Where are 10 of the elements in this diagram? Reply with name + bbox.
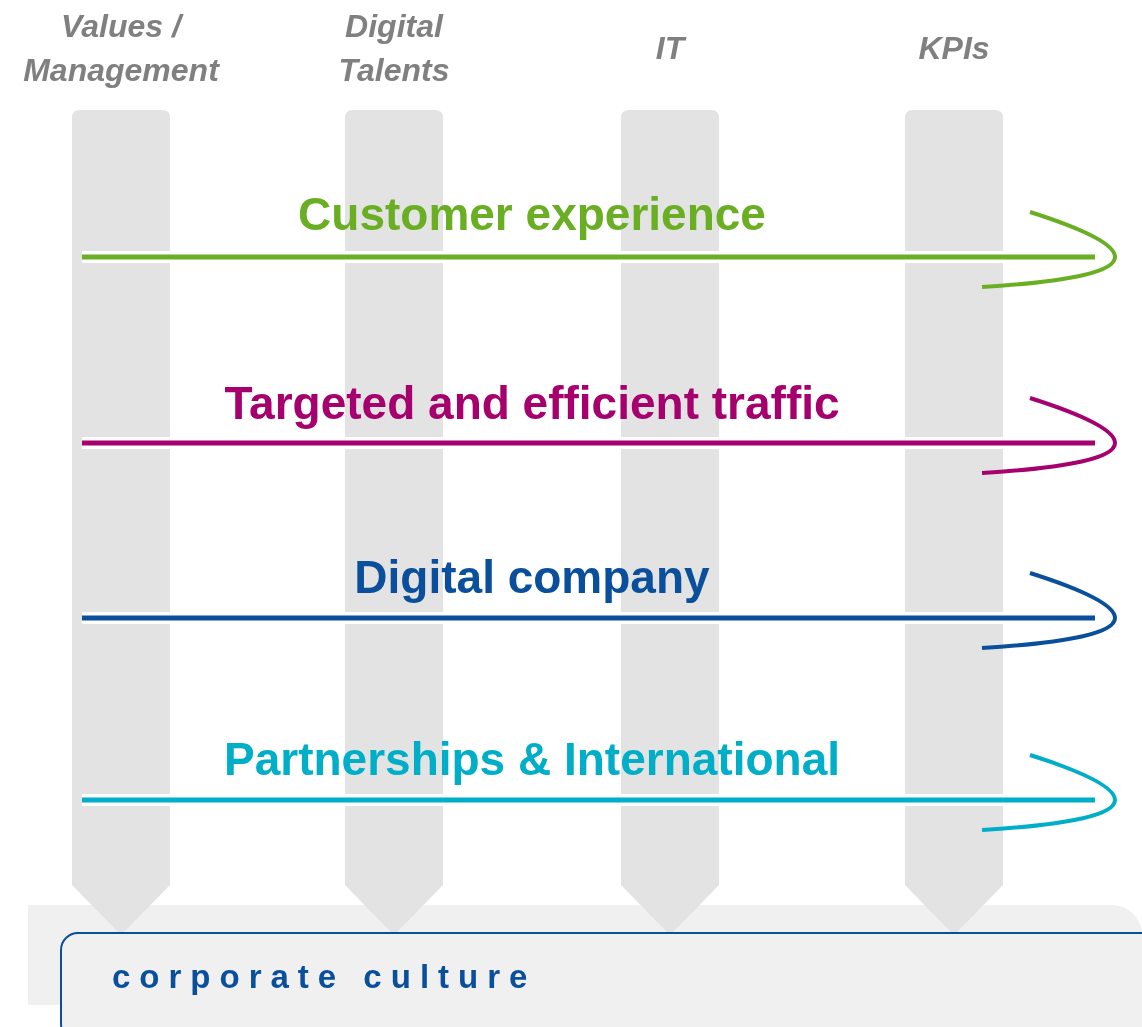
initiative-label: Targeted and efficient traffic (224, 377, 840, 429)
base-title: corporate culture (112, 958, 537, 996)
initiative-label: Customer experience (298, 188, 766, 240)
column-heading: Digital Talents (337, 6, 451, 90)
column-heading: KPIs (918, 28, 990, 68)
base-box (60, 932, 1142, 1027)
column-heading: IT (655, 28, 685, 68)
initiative-label: Digital company (354, 551, 710, 603)
initiative-label: Partnerships & International (224, 733, 840, 785)
column-heading: Values / Management (22, 6, 221, 90)
